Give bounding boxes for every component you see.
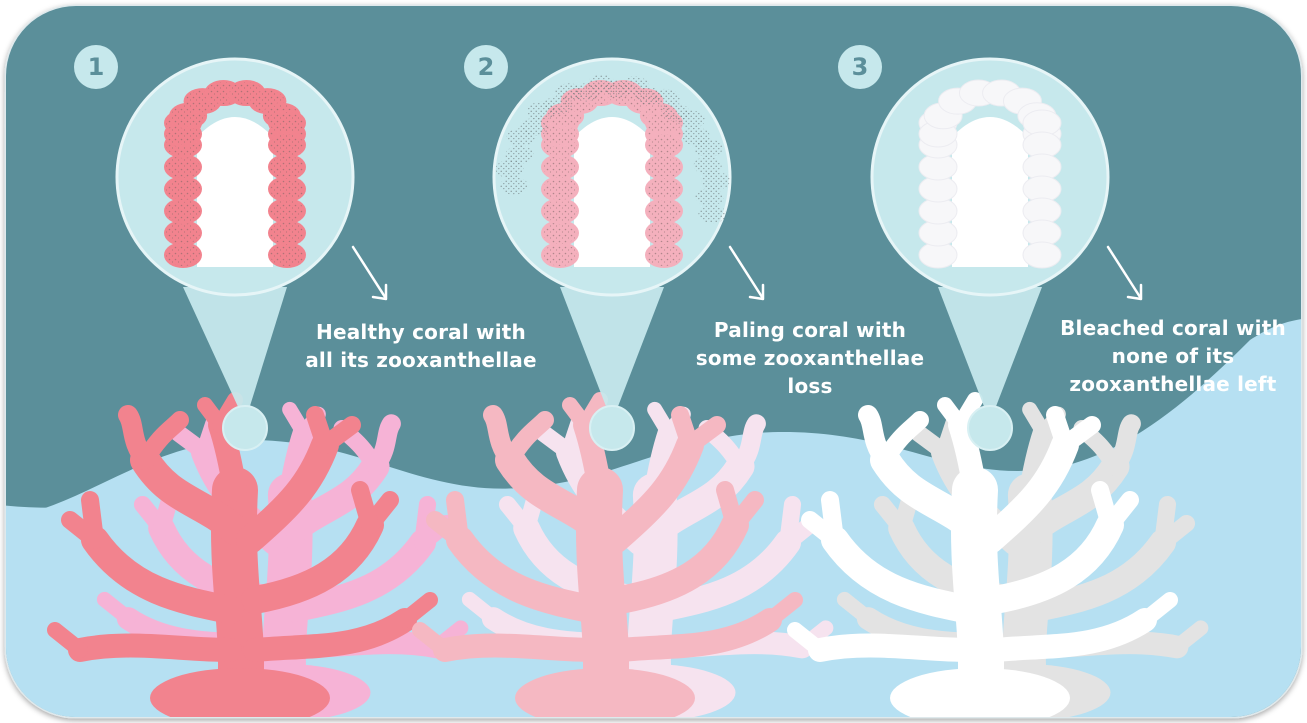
caption-line: Paling coral with — [690, 316, 930, 344]
zooxanthellae-dots — [647, 156, 681, 178]
coral-branch — [830, 500, 835, 540]
zooxanthellae-dots — [166, 178, 200, 200]
floating-zooxanthellae — [698, 205, 726, 223]
caption-line: Healthy coral with — [296, 318, 546, 346]
zooxanthellae-dots — [166, 200, 200, 222]
magnifier-small-circle — [223, 406, 267, 450]
zooxanthellae-dots — [647, 244, 681, 266]
caption-line: some zooxanthellae — [690, 344, 930, 372]
coral-branch — [725, 490, 735, 525]
caption-stage-1: Healthy coral with all its zooxanthellae — [296, 318, 546, 374]
zooxanthellae-dots — [543, 178, 577, 200]
zooxanthellae-dots — [647, 178, 681, 200]
magnifier-small-circle — [968, 406, 1012, 450]
caption-stage-3: Bleached coral with none of its zooxanth… — [1058, 314, 1288, 398]
coral-branch — [80, 646, 230, 650]
zooxanthellae-dots — [543, 156, 577, 178]
zooxanthellae-dots — [647, 222, 681, 244]
zooxanthellae-dots — [270, 156, 304, 178]
zooxanthellae-dots — [543, 200, 577, 222]
zooxanthellae-dots — [270, 134, 304, 156]
zooxanthellae-dots — [270, 112, 304, 134]
floating-zooxanthellae — [694, 139, 722, 157]
floating-zooxanthellae — [702, 172, 730, 190]
magnifier-small-circle — [590, 406, 634, 450]
zooxanthellae-dots — [543, 222, 577, 244]
floating-zooxanthellae — [505, 146, 533, 164]
zooxanthellae-dots — [647, 200, 681, 222]
coral-branch — [360, 490, 370, 525]
floating-zooxanthellae — [695, 188, 723, 206]
floating-zooxanthellae — [500, 177, 528, 195]
caption-line: Bleached coral with — [1058, 314, 1288, 342]
step-number-badge-1: 1 — [74, 45, 118, 89]
caption-line: none of its — [1058, 342, 1288, 370]
coral-branch — [1100, 490, 1110, 525]
caption-line: loss — [690, 372, 930, 400]
polyp-core — [574, 117, 650, 267]
zooxanthellae-dots — [543, 244, 577, 266]
zooxanthellae-dots — [166, 222, 200, 244]
coral-branch — [788, 505, 793, 543]
caption-line: all its zooxanthellae — [296, 346, 546, 374]
polyp-lobe — [1023, 242, 1061, 268]
coral-branch — [1163, 505, 1168, 543]
step-number-badge-2: 2 — [464, 45, 508, 89]
zooxanthellae-dots — [166, 244, 200, 266]
coral-branch — [90, 500, 95, 540]
coral-branch — [455, 500, 460, 540]
polyp-core — [197, 117, 273, 267]
coral-branch — [445, 646, 595, 650]
coral-branch — [820, 646, 970, 650]
zooxanthellae-dots — [647, 134, 681, 156]
caption-line: zooxanthellae left — [1058, 370, 1288, 398]
floating-zooxanthellae — [521, 118, 549, 136]
floating-zooxanthellae — [694, 157, 722, 175]
zooxanthellae-dots — [270, 200, 304, 222]
step-number-badge-3: 3 — [838, 45, 882, 89]
caption-stage-2: Paling coral with some zooxanthellae los… — [690, 316, 930, 400]
zooxanthellae-dots — [270, 178, 304, 200]
zooxanthellae-dots — [270, 244, 304, 266]
zooxanthellae-dots — [270, 222, 304, 244]
polyp-core — [952, 117, 1028, 267]
floating-zooxanthellae — [677, 111, 705, 129]
zooxanthellae-dots — [166, 156, 200, 178]
